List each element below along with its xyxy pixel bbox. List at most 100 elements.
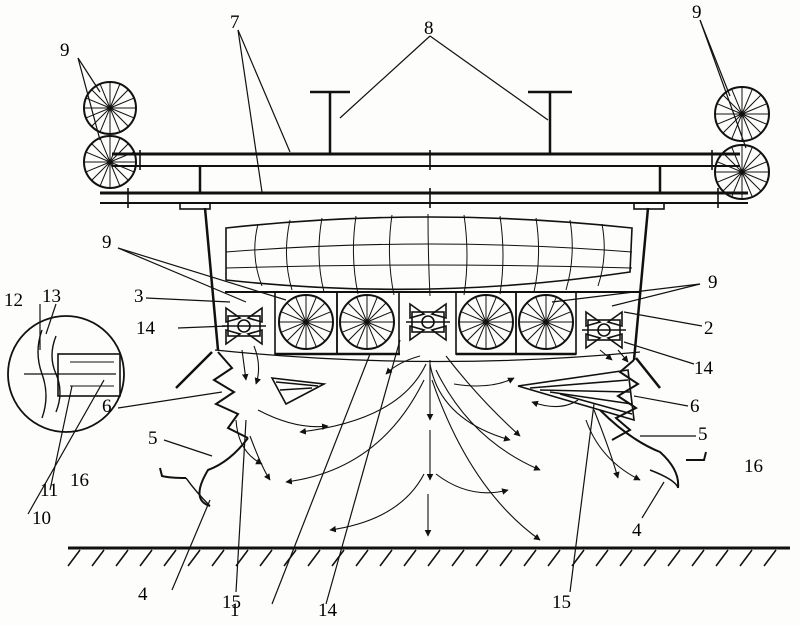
propeller-spoke	[535, 296, 547, 323]
propellers	[83, 81, 770, 350]
propeller-spoke	[722, 171, 743, 192]
propeller-spoke	[731, 88, 743, 115]
label-16b: 16	[744, 456, 763, 477]
upper-beam	[112, 150, 740, 170]
propeller-spoke	[731, 146, 743, 173]
propeller-spoke	[341, 321, 368, 333]
propeller-spoke	[741, 88, 753, 115]
label-14a: 14	[136, 318, 156, 339]
label-7: 7	[230, 12, 240, 33]
propeller-spoke	[109, 161, 135, 173]
thruster-part	[585, 332, 602, 350]
label-8: 8	[424, 18, 434, 39]
propeller-spoke	[741, 152, 762, 173]
propeller-spoke	[295, 296, 307, 323]
mast-left	[310, 90, 350, 154]
thruster-part	[246, 328, 263, 346]
propeller-spoke	[109, 161, 121, 187]
propeller-spoke	[91, 161, 111, 181]
propeller-spoke	[286, 302, 307, 323]
propeller-spoke	[85, 151, 111, 163]
propeller-spoke	[741, 103, 768, 115]
thruster-unit-2	[406, 302, 450, 342]
propeller-spoke	[91, 107, 111, 127]
label-16a: 16	[70, 470, 89, 491]
propeller-spoke	[109, 107, 121, 133]
propeller-spoke	[741, 161, 768, 173]
propeller-spoke	[520, 321, 547, 333]
propeller-spoke	[305, 321, 326, 342]
propeller-spoke	[356, 296, 368, 323]
propeller-spoke	[722, 94, 743, 115]
propeller-spoke	[545, 302, 566, 323]
propeller-spoke	[347, 302, 368, 323]
propeller-spoke	[545, 296, 557, 323]
propeller-spoke	[526, 321, 547, 342]
propeller-spoke	[722, 113, 743, 134]
propeller-spoke	[716, 171, 743, 183]
propeller-spoke	[485, 302, 506, 323]
label-14c: 14	[694, 358, 714, 379]
label-14b: 14	[318, 600, 338, 621]
thruster-part	[246, 306, 263, 324]
strut-left	[203, 207, 220, 351]
thruster-part	[225, 306, 242, 324]
fan-bank	[225, 291, 640, 356]
strut-right	[632, 207, 650, 361]
propeller-spoke	[99, 137, 111, 163]
propeller-spoke	[460, 311, 487, 323]
propeller-spoke	[741, 113, 762, 134]
propeller-spoke	[347, 321, 368, 342]
propeller-spoke	[466, 321, 487, 342]
propeller-spoke	[109, 107, 129, 127]
airflow-arrows	[235, 345, 641, 541]
label-6a: 6	[102, 396, 112, 417]
label-6b: 6	[690, 396, 700, 417]
ground	[67, 546, 790, 567]
propeller-spoke	[99, 107, 111, 133]
propeller-spoke	[305, 311, 332, 323]
label-10: 10	[32, 508, 51, 529]
propeller-spoke	[485, 321, 512, 333]
propeller-spoke	[295, 321, 307, 348]
propeller-spoke	[475, 296, 487, 323]
propeller-spoke	[460, 321, 487, 333]
propeller-spoke	[475, 321, 487, 348]
propeller-spoke	[741, 113, 768, 125]
propeller-spoke	[485, 296, 497, 323]
skirt-right	[599, 357, 707, 489]
propeller-spoke	[520, 311, 547, 323]
propeller-spoke	[85, 97, 111, 109]
thruster-part	[409, 324, 426, 342]
propeller-spoke	[545, 321, 557, 348]
thruster-part	[606, 310, 623, 328]
propeller-spoke	[109, 107, 135, 119]
propeller-spoke	[485, 321, 506, 342]
label-9c: 9	[102, 232, 112, 253]
propeller-spoke	[741, 171, 753, 198]
propeller-spoke	[741, 146, 753, 173]
propeller-spoke	[305, 321, 317, 348]
label-9d: 9	[708, 272, 718, 293]
propeller-spoke	[85, 107, 111, 119]
propeller-spoke	[716, 103, 743, 115]
label-1: 1	[230, 600, 240, 621]
label-13: 13	[42, 286, 61, 307]
propeller-spoke	[305, 296, 317, 323]
propeller-spoke	[741, 171, 768, 183]
thrusters	[222, 302, 626, 350]
propeller-spoke	[545, 321, 572, 333]
thruster-part	[409, 302, 426, 320]
label-11: 11	[40, 480, 58, 501]
propeller-spoke	[366, 321, 393, 333]
propeller-spoke	[109, 89, 129, 109]
propeller-spoke	[280, 321, 307, 333]
propeller-spoke	[286, 321, 307, 342]
label-4a: 4	[138, 584, 148, 605]
thruster-unit-1	[222, 306, 266, 346]
propeller-spoke	[366, 321, 387, 342]
propeller-spoke	[545, 311, 572, 323]
propeller-spoke	[109, 83, 121, 109]
